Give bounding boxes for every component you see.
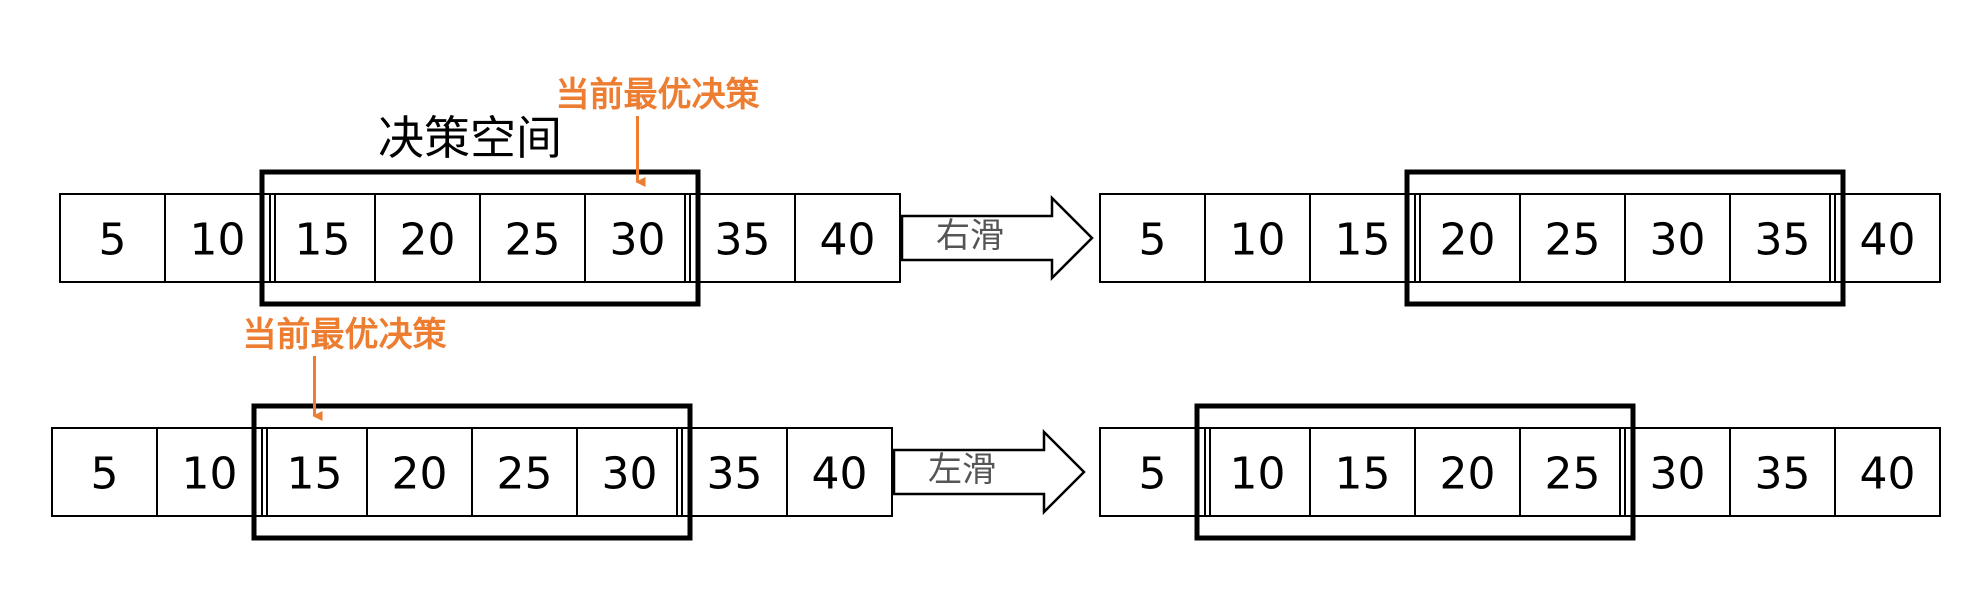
row1-after-cell	[1834, 427, 1941, 517]
row0-before-optimal-decision-label: 当前最优决策	[556, 75, 760, 115]
row0-block-arrow	[900, 194, 1094, 282]
row1-before-cell	[366, 427, 473, 517]
row1-before-cell-value: 5	[91, 449, 119, 500]
row1-block-arrow	[892, 428, 1086, 516]
row0-after-cell	[1624, 193, 1731, 283]
row0-before-cell-value: 25	[505, 215, 561, 266]
row1-before-cell-value: 10	[182, 449, 238, 500]
row0-after-cell-value: 40	[1860, 215, 1916, 266]
row0-before-cell-value: 15	[295, 215, 351, 266]
decision-space-title: 决策空间	[378, 111, 562, 165]
row0-direction-label: 右滑	[936, 216, 1004, 256]
row1-after-cell	[1099, 427, 1206, 517]
row0-before-cell	[59, 193, 166, 283]
row1-after-cell-value: 40	[1860, 449, 1916, 500]
left-slide-arrow: 左滑	[892, 428, 1086, 516]
row0-after-cell	[1834, 193, 1941, 283]
row0-before-cell	[269, 193, 376, 283]
row0-before-cell-value: 30	[610, 215, 666, 266]
row1-before-cell-value: 15	[287, 449, 343, 500]
row1-before-cell-value: 25	[497, 449, 553, 500]
row1-after-cell	[1309, 427, 1416, 517]
row1-before-cell	[51, 427, 158, 517]
row1-after-cell-value: 5	[1139, 449, 1167, 500]
row0-after-cell-value: 10	[1230, 215, 1286, 266]
right-slide-arrow: 右滑	[900, 194, 1094, 282]
row1-before-cell-value: 20	[392, 449, 448, 500]
row0-after-decision-window	[1404, 169, 1846, 307]
row0-after-cell	[1309, 193, 1416, 283]
row0-before-cell	[689, 193, 796, 283]
row1-after-cell-value: 10	[1230, 449, 1286, 500]
row1-after-cell-value: 25	[1545, 449, 1601, 500]
row1-after-cell-value: 15	[1335, 449, 1391, 500]
row1-before-decision-window	[251, 403, 693, 541]
row0-before-cell	[794, 193, 901, 283]
row0-after-cell-value: 5	[1139, 215, 1167, 266]
row1-direction-label: 左滑	[928, 450, 996, 490]
row0-before-decision-window	[259, 169, 701, 307]
row1-before-optimal-decision-label: 当前最优决策	[243, 315, 447, 355]
row1-after-cell-value: 20	[1440, 449, 1496, 500]
row1-after-cell-value: 35	[1755, 449, 1811, 500]
row-left-before-array: 5 10 15 20 25 30 35 40 当前最优决策	[51, 315, 893, 541]
row0-before-cell-value: 40	[820, 215, 876, 266]
row1-after-decision-window	[1194, 403, 1636, 541]
row-right-before-array: 5 10 15 20 25 30 35 40 当前最优决策	[59, 75, 901, 307]
row0-after-cell-value: 15	[1335, 215, 1391, 266]
row0-before-cell	[164, 193, 271, 283]
row1-before-cell	[786, 427, 893, 517]
row1-before-cell	[576, 427, 683, 517]
row1-before-cell-value: 40	[812, 449, 868, 500]
row0-before-cell-value: 10	[190, 215, 246, 266]
row0-after-cell-value: 30	[1650, 215, 1706, 266]
row1-before-cell	[681, 427, 788, 517]
row1-after-cell-value: 30	[1650, 449, 1706, 500]
row0-before-cell	[584, 193, 691, 283]
row0-after-cell-value: 35	[1755, 215, 1811, 266]
row0-after-cell	[1729, 193, 1836, 283]
row0-before-cell-value: 5	[99, 215, 127, 266]
row0-before-cell	[479, 193, 586, 283]
row-right-after-array: 5 10 15 20 25 30 35 40	[1099, 169, 1941, 307]
row0-before-cell-value: 35	[715, 215, 771, 266]
row1-before-cell-value: 30	[602, 449, 658, 500]
row1-before-cell-value: 35	[707, 449, 763, 500]
row0-after-cell	[1519, 193, 1626, 283]
row-left-after-array: 5 10 15 20 25 30 35 40	[1099, 403, 1941, 541]
row0-before-cell-value: 20	[400, 215, 456, 266]
row0-after-cell-value: 20	[1440, 215, 1496, 266]
row0-after-cell	[1099, 193, 1206, 283]
row1-after-cell	[1624, 427, 1731, 517]
row0-after-cell-value: 25	[1545, 215, 1601, 266]
row1-after-cell	[1729, 427, 1836, 517]
